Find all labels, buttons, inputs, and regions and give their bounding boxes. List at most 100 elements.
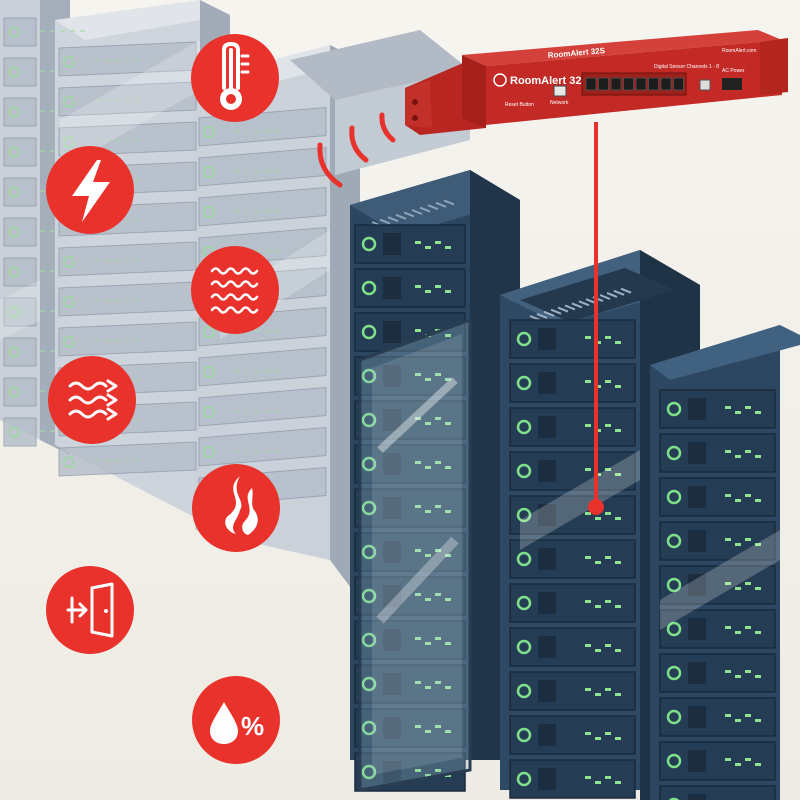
server-unit [659, 697, 776, 737]
sensor-port [660, 77, 672, 91]
status-led [666, 401, 682, 417]
activity-light [725, 494, 731, 497]
ghost-status-led [8, 66, 20, 78]
ghost-activity-dots [40, 30, 45, 32]
server-unit [354, 356, 466, 396]
ghost-activity-dots [235, 210, 240, 212]
status-led [666, 753, 682, 769]
ghost-status-led [203, 326, 215, 338]
ghost-activity-dots [135, 420, 140, 422]
server-unit [354, 224, 466, 264]
lightning-icon [72, 160, 110, 222]
ghost-server-unit [198, 186, 327, 227]
status-led [361, 236, 377, 252]
activity-light [755, 499, 761, 502]
ghost-server-unit [58, 321, 197, 357]
ghost-activity-dots [115, 340, 120, 342]
activity-light [615, 385, 621, 388]
server-unit [354, 532, 466, 572]
activity-light [425, 554, 431, 557]
activity-light [435, 681, 441, 684]
flood-sensor-badge [191, 246, 279, 334]
drive-slot [538, 724, 556, 746]
device-network-label: Network [550, 100, 569, 106]
activity-light [425, 598, 431, 601]
ghost-status-led [203, 126, 215, 138]
vent-slat [571, 302, 583, 309]
activity-light [735, 763, 741, 766]
activity-light [615, 737, 621, 740]
status-led [516, 331, 532, 347]
ghost-activity-dots [245, 130, 250, 132]
drive-slot [383, 673, 401, 695]
flame-icon [225, 476, 258, 535]
activity-light [435, 549, 441, 552]
activity-light [445, 510, 451, 513]
ghost-activity-dots [135, 100, 140, 102]
ghost-status-led [63, 456, 75, 468]
activity-light [585, 512, 591, 515]
ghost-activity-dots [235, 450, 240, 452]
server-unit [659, 389, 776, 429]
status-led [361, 764, 377, 780]
status-led [361, 368, 377, 384]
ghost-activity-dots [135, 60, 140, 62]
server-unit [354, 400, 466, 440]
drive-slot [383, 497, 401, 519]
ghost-activity-dots [95, 100, 100, 102]
status-led [361, 720, 377, 736]
ghost-status-led [63, 96, 75, 108]
ghost-activity-dots [265, 370, 270, 372]
vent-slat [606, 291, 618, 298]
status-led [516, 683, 532, 699]
ghost-activity-dots [275, 410, 280, 412]
ghost-activity-dots [105, 140, 110, 142]
status-led [516, 551, 532, 567]
ghost-server-unit [198, 146, 327, 187]
server-units [354, 224, 776, 800]
ghost-activity-dots [275, 330, 280, 332]
activity-light [435, 373, 441, 376]
activity-light [605, 688, 611, 691]
room-entry-sensor-badge [46, 566, 134, 654]
ghost-activity-dots [255, 370, 260, 372]
ghost-status-led [8, 226, 20, 238]
ghost-status-led [8, 26, 20, 38]
activity-light [745, 582, 751, 585]
ghost-activity-dots [125, 100, 130, 102]
activity-light [605, 776, 611, 779]
drive-slot [383, 717, 401, 739]
drive-slot [538, 460, 556, 482]
activity-light [425, 290, 431, 293]
activity-light [595, 693, 601, 696]
ghost-status-led [63, 336, 75, 348]
drive-slot [538, 636, 556, 658]
activity-light [605, 336, 611, 339]
drive-slot [383, 629, 401, 651]
ghost-activity-dots [245, 170, 250, 172]
vent-slat [435, 201, 447, 208]
status-led [666, 533, 682, 549]
thermometer-icon [222, 41, 250, 90]
vent-slat [599, 294, 611, 300]
ghost-activity-dots [235, 410, 240, 412]
server-unit [354, 576, 466, 616]
activity-light [445, 686, 451, 689]
activity-light [745, 450, 751, 453]
activity-light [415, 241, 421, 244]
activity-light [615, 649, 621, 652]
status-led [668, 797, 680, 800]
ghost-activity-dots [95, 460, 100, 462]
activity-light [435, 417, 441, 420]
ghost-activity-dots [40, 70, 45, 72]
activity-light [745, 494, 751, 497]
status-led [516, 419, 532, 435]
power-sensor-badge [46, 146, 134, 234]
activity-light [755, 411, 761, 414]
activity-light [445, 642, 451, 645]
activity-light [615, 473, 621, 476]
ghost-activity-dots [135, 380, 140, 382]
activity-light [445, 554, 451, 557]
ghost-server-unit [58, 81, 197, 117]
ghost-activity-dots [70, 30, 75, 32]
